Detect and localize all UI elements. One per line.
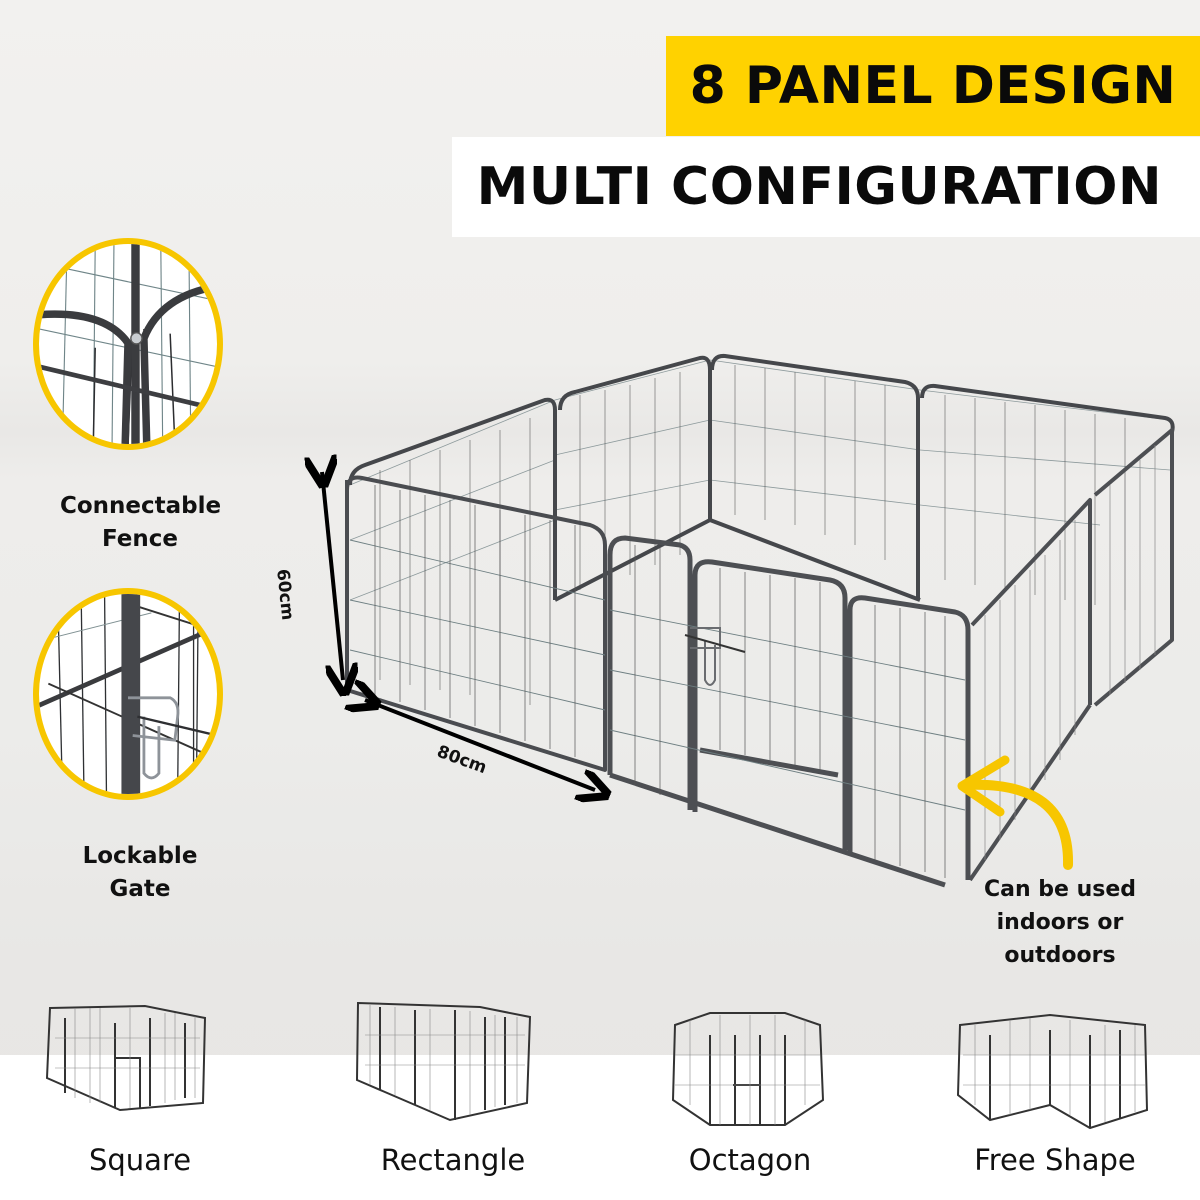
config-label-rectangle: Rectangle [380, 1143, 526, 1177]
gate-latch-closeup-icon [33, 588, 223, 800]
bottom-white-band [0, 1055, 1200, 1200]
title-banner-yellow: 8 PANEL DESIGN [666, 36, 1200, 136]
free-shape-config-thumbnail [956, 1013, 1149, 1130]
main-pen-illustration [300, 353, 1175, 888]
callout-line: outdoors [1004, 943, 1116, 968]
connector-closeup-icon [33, 238, 223, 450]
feature-label-line: Gate [109, 876, 171, 902]
feature-label-line: Connectable [60, 493, 222, 519]
config-label-free-shape: Free Shape [974, 1143, 1136, 1177]
square-config-thumbnail [45, 1004, 207, 1112]
feature-lockable-gate: Lockable Gate [80, 840, 200, 906]
rectangle-config-thumbnail [355, 1001, 532, 1122]
callout-line: Can be used [983, 877, 1137, 902]
feature-connectable-fence: Connectable Fence [60, 490, 222, 556]
octagon-config-thumbnail [671, 1012, 825, 1126]
height-dimension-label: 60cm [272, 568, 298, 622]
indoor-outdoor-callout: Can be used indoors or outdoors [970, 873, 1150, 972]
title-banner-white: MULTI CONFIGURATION [452, 137, 1200, 237]
feature-label-line: Lockable [82, 843, 198, 869]
callout-line: indoors or [996, 910, 1124, 935]
title-line-1: 8 PANEL DESIGN [689, 56, 1177, 116]
title-line-2: MULTI CONFIGURATION [476, 157, 1162, 217]
config-label-square: Square [88, 1143, 192, 1177]
feature-label-line: Fence [102, 526, 178, 552]
config-label-octagon: Octagon [688, 1143, 812, 1177]
